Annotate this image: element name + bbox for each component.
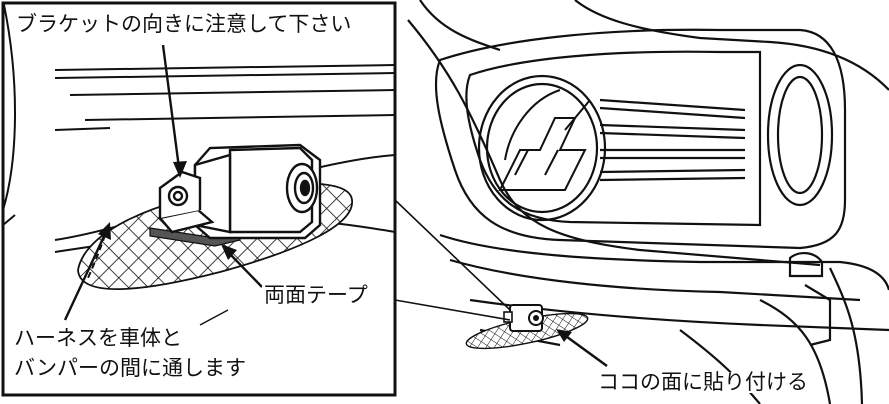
inset-connector <box>394 199 511 321</box>
bracket-orientation-label: ブラケットの向きに注意して下さい <box>14 12 354 36</box>
attach-surface-label: ココの面に貼り付ける <box>596 370 810 394</box>
double-sided-tape-label: 両面テープ <box>262 283 370 307</box>
mounted-camera-small <box>465 304 589 350</box>
headlight-ring <box>766 63 834 207</box>
tape-arrow <box>221 244 263 288</box>
emblem <box>477 74 607 222</box>
bracket-arrow <box>161 44 187 178</box>
vehicle-front <box>407 0 889 404</box>
harness-label-line2: バンパーの間に通します <box>12 356 249 380</box>
attach-surface-arrow <box>556 329 608 367</box>
harness-arrow <box>63 222 111 321</box>
inset-detail <box>3 3 395 290</box>
bumper <box>439 233 889 291</box>
harness-label-line1: ハーネスを車体と <box>12 326 184 350</box>
grille-frame <box>434 28 847 250</box>
camera <box>157 143 322 240</box>
harness-leader <box>199 309 229 326</box>
